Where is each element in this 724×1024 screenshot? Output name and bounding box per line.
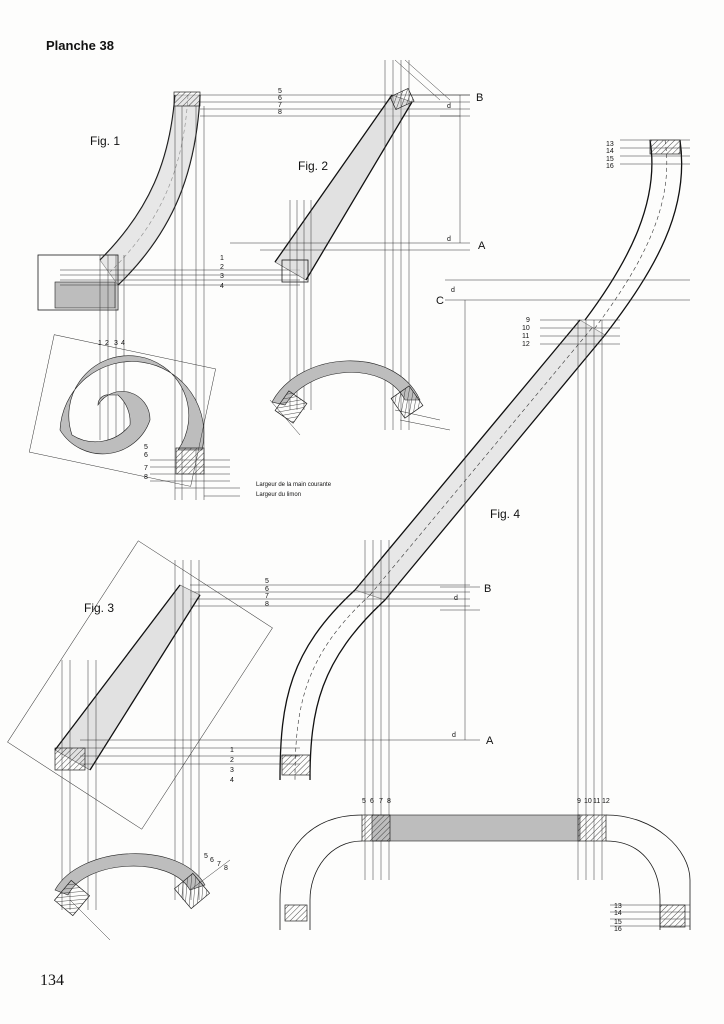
- num-label: 9: [577, 798, 581, 805]
- width-annotations: Largeur de la main courante Largeur du l…: [256, 482, 332, 498]
- num-label: 4: [220, 283, 224, 290]
- letter-b-top: B: [476, 92, 483, 104]
- num-label: 12: [522, 341, 530, 348]
- page-number: 134: [40, 972, 64, 989]
- num-label: 1: [98, 340, 102, 347]
- figure-labels: Fig. 1 Fig. 2 Fig. 3 Fig. 4: [84, 134, 520, 615]
- num-label: 15: [606, 156, 614, 163]
- num-label: 14: [606, 148, 614, 155]
- num-label: 2: [220, 264, 224, 271]
- num-label: 6: [265, 586, 269, 593]
- num-label: 13: [614, 903, 622, 910]
- figure-4-label: Fig. 4: [490, 507, 520, 521]
- num-label: 7: [144, 465, 148, 472]
- figure-1-label: Fig. 1: [90, 134, 120, 148]
- num-label: 5: [362, 798, 366, 805]
- num-label: 2: [230, 757, 234, 764]
- num-label: 8: [144, 474, 148, 481]
- num-label: 11: [593, 798, 600, 805]
- dim-d-5: d: [452, 732, 456, 739]
- figure-4-drawing: [279, 139, 691, 930]
- num-label: 5: [278, 88, 282, 95]
- num-label: 8: [387, 798, 391, 805]
- figure-3-label: Fig. 3: [84, 601, 114, 615]
- num-label: 7: [278, 102, 282, 109]
- num-label: 5: [144, 444, 148, 451]
- num-label: 13: [606, 141, 614, 148]
- dim-d-2: d: [447, 236, 451, 243]
- num-label: 10: [522, 325, 530, 332]
- reference-letters: B A C B A d d d d d: [436, 92, 494, 747]
- section-numbers: 5 6 7 8 1 2 3 4 1 2 3 4 5 6 7 8 9 10 11 …: [98, 88, 622, 933]
- num-label: 16: [614, 926, 622, 933]
- num-label: 7: [379, 798, 383, 805]
- num-label: 1: [220, 255, 224, 262]
- num-label: 7: [217, 861, 221, 868]
- num-label: 8: [224, 865, 228, 872]
- num-label: 10: [584, 798, 592, 805]
- num-label: 9: [526, 317, 530, 324]
- num-label: 4: [230, 777, 234, 784]
- num-label: 3: [114, 340, 118, 347]
- num-label: 5: [265, 578, 269, 585]
- dim-d-3: d: [451, 287, 455, 294]
- num-label: 4: [121, 340, 125, 347]
- plate-title: Planche 38: [46, 38, 114, 53]
- num-label: 6: [278, 95, 282, 102]
- figure-2-label: Fig. 2: [298, 159, 328, 173]
- num-label: 3: [230, 767, 234, 774]
- num-label: 11: [522, 333, 529, 340]
- label-stringer-width: Largeur du limon: [256, 492, 301, 498]
- letter-a-top: A: [478, 240, 486, 252]
- figure-1-drawing: [28, 91, 300, 500]
- dim-d-1: d: [447, 103, 451, 110]
- num-label: 1: [230, 747, 234, 754]
- num-label: 7: [265, 593, 269, 600]
- num-label: 3: [220, 273, 224, 280]
- num-label: 12: [602, 798, 610, 805]
- figure-3-drawing: [7, 540, 470, 941]
- num-label: 15: [614, 919, 622, 926]
- num-label: 5: [204, 853, 208, 860]
- num-label: 2: [105, 340, 109, 347]
- num-label: 14: [614, 910, 622, 917]
- letter-a-bottom: A: [486, 735, 494, 747]
- num-label: 8: [278, 109, 282, 116]
- dim-d-4: d: [454, 595, 458, 602]
- letter-c: C: [436, 295, 444, 307]
- num-label: 6: [370, 798, 374, 805]
- num-label: 6: [210, 857, 214, 864]
- label-handrail-width: Largeur de la main courante: [256, 482, 332, 488]
- letter-b-bottom: B: [484, 583, 491, 595]
- num-label: 8: [265, 601, 269, 608]
- num-label: 6: [144, 452, 148, 459]
- num-label: 16: [606, 163, 614, 170]
- figure-2-drawing: [200, 59, 470, 436]
